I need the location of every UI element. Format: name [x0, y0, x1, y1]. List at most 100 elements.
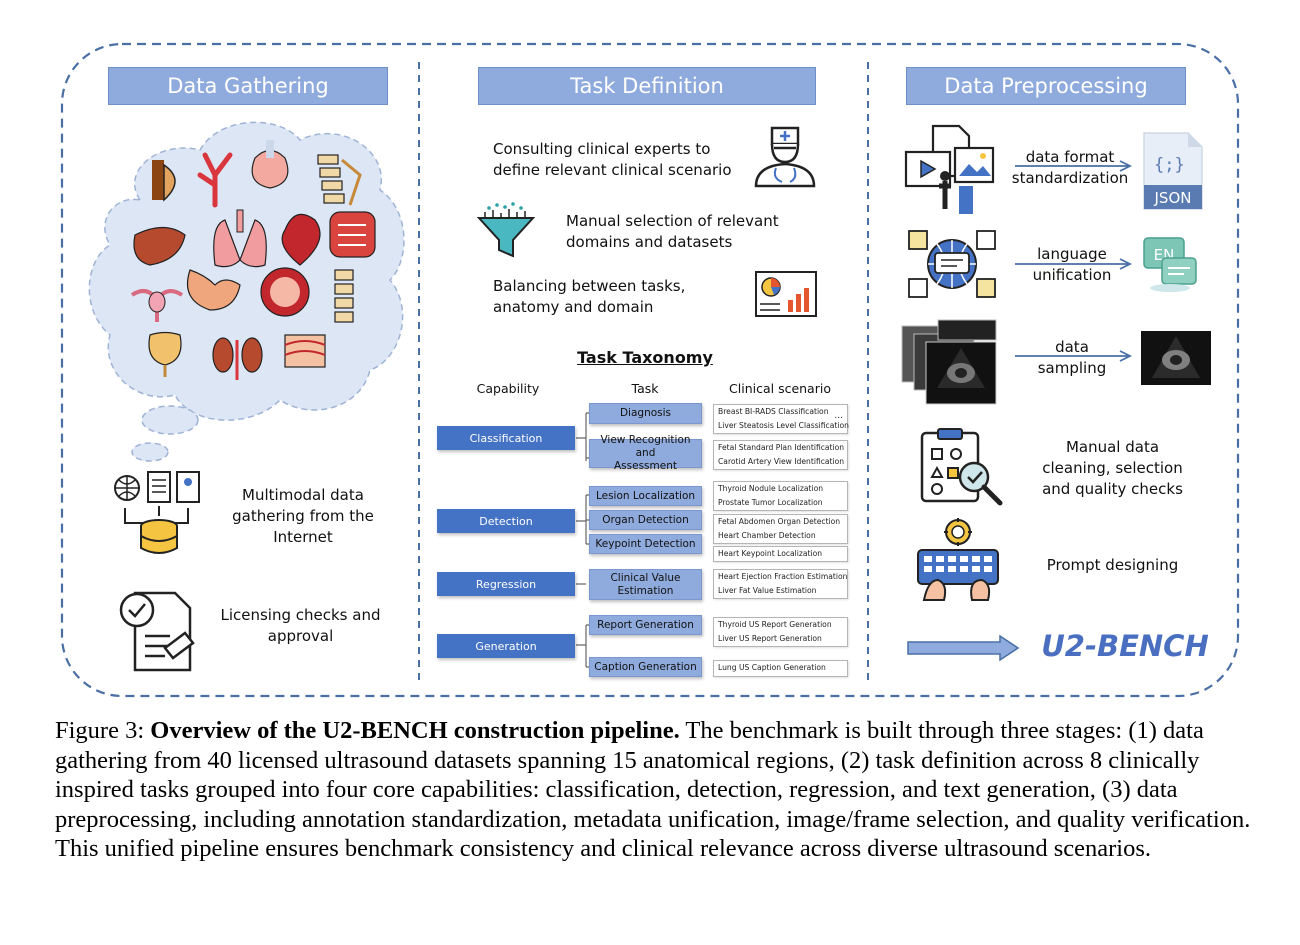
header-data-preprocessing: Data Preprocessing — [906, 67, 1186, 105]
caption-body: The benchmark is built through three sta… — [55, 717, 1251, 862]
language-globe-icon — [908, 230, 996, 298]
scenario-fetal-standard: Fetal Standard Plan Identification — [718, 443, 845, 452]
licensing-text: Licensing checks and approval — [218, 605, 383, 647]
task-report-generation: Report Generation — [589, 615, 702, 635]
multimodal-line-3: Internet — [273, 528, 333, 546]
funnel-filter-icon — [476, 202, 536, 258]
multimodal-line-1: Multimodal data — [242, 486, 364, 504]
header-task-definition: Task Definition — [478, 67, 816, 105]
scenario-thyroid-report: Thyroid US Report Generation — [718, 620, 832, 629]
consulting-line-2: define relevant clinical scenario — [493, 161, 732, 179]
scenario-ejection-fraction: Heart Ejection Fraction Estimation — [718, 572, 848, 581]
u2-bench-brand: U2-BENCH — [1041, 629, 1209, 663]
figure-frame — [60, 42, 1240, 698]
prompt-designing-text: Prompt designing — [1046, 556, 1179, 574]
arrow-sampling — [1015, 350, 1133, 362]
json-brace-glyph: {;} — [1154, 155, 1185, 175]
manual-cleaning-line-2: cleaning, selection — [1042, 459, 1183, 477]
ultrasound-sampled-frame — [1141, 331, 1211, 385]
balancing-text: Balancing between tasks, anatomy and dom… — [493, 276, 713, 318]
scenario-fetal-abdomen: Fetal Abdomen Organ Detection — [718, 517, 841, 526]
sampling-line-1: data — [1055, 338, 1089, 356]
quality-check-clipboard-icon — [920, 428, 1003, 506]
manual-line-2: domains and datasets — [566, 233, 733, 251]
bladder-icon — [148, 331, 182, 377]
breast-icon — [152, 160, 176, 202]
format-line-1: data format — [1025, 148, 1115, 166]
scenario-lung-caption: Lung US Caption Generation — [718, 663, 826, 672]
consulting-line-1: Consulting clinical experts to — [493, 140, 711, 158]
header-data-gathering: Data Gathering — [108, 67, 388, 105]
uterus-icon — [130, 289, 184, 322]
multimodal-line-2: gathering from the — [232, 507, 374, 525]
scenario-liver-steatosis: Liver Steatosis Level Classification — [718, 421, 849, 430]
licensing-document-icon — [119, 591, 195, 672]
scenario-breast-birads: Breast BI-RADS Classification — [718, 407, 829, 416]
intestine-icon — [329, 211, 376, 258]
scenario-heart-keypoint: Heart Keypoint Localization — [718, 549, 823, 558]
figure-caption: Figure 3: Overview of the U2-BENCH const… — [55, 716, 1255, 864]
licensing-line-1: Licensing checks and — [220, 606, 381, 624]
big-arrow-icon — [907, 634, 1020, 662]
arrow-format — [1015, 160, 1133, 172]
format-line-2: standardization — [1011, 169, 1129, 187]
scenario-organ: Fetal Abdomen Organ Detection Heart Cham… — [713, 514, 848, 544]
scenario-prostate-tumor: Prostate Tumor Localization — [718, 498, 823, 507]
col-capability: Capability — [476, 381, 540, 396]
task-organ-detection: Organ Detection — [589, 510, 702, 530]
scenario-keypoint: Heart Keypoint Localization — [713, 546, 848, 562]
kidneys-icon — [212, 337, 263, 380]
scenario-report: Thyroid US Report Generation Liver US Re… — [713, 617, 848, 647]
multimedia-docs-icon — [904, 124, 995, 214]
stomach-icon — [186, 269, 241, 311]
col-clinical-scenario: Clinical scenario — [729, 381, 831, 396]
capability-generation: Generation — [437, 634, 575, 658]
task-view-line-1: View Recognition and — [600, 434, 691, 459]
task-keypoint-detection: Keypoint Detection — [589, 534, 702, 554]
manual-cleaning-line-1: Manual data — [1065, 438, 1160, 456]
json-label: JSON — [1154, 189, 1192, 207]
spine-icon — [334, 269, 354, 323]
task-view-recognition: View Recognition and Assessment — [589, 434, 702, 472]
task-clinical-value: Clinical Value Estimation — [589, 569, 702, 600]
capability-detection: Detection — [437, 509, 575, 533]
scenario-lesion: Thyroid Nodule Localization Prostate Tum… — [713, 481, 848, 511]
english-bubble-icon: EN — [1143, 237, 1197, 292]
scenario-regression: Heart Ejection Fraction Estimation Liver… — [713, 569, 848, 599]
manual-selection-text: Manual selection of relevant domains and… — [566, 211, 796, 253]
arrow-language — [1015, 258, 1133, 270]
connector-generation — [576, 624, 594, 668]
thyroid-icon — [251, 140, 289, 189]
data-sampling-text: data sampling — [1012, 337, 1132, 379]
scenario-diagnosis: Breast BI-RADS Classification Liver Stea… — [713, 404, 849, 434]
task-clinical-line-2: Estimation — [617, 584, 674, 597]
anatomy-cloud — [88, 121, 405, 462]
liver-icon — [133, 226, 186, 266]
spine-lumbar-icon — [317, 154, 362, 206]
fetus-icon — [260, 267, 310, 317]
chart-report-icon — [755, 271, 817, 317]
anatomy-icons — [130, 140, 376, 380]
task-caption-generation: Caption Generation — [589, 657, 702, 677]
scenario-view: Fetal Standard Plan Identification Carot… — [713, 440, 848, 470]
consulting-text: Consulting clinical experts to define re… — [493, 139, 743, 181]
caption-prefix: Figure 3: — [55, 717, 151, 744]
doctor-icon — [754, 126, 816, 188]
manual-cleaning-line-3: and quality checks — [1042, 480, 1183, 498]
lungs-icon — [213, 209, 267, 268]
task-view-line-2: Assessment — [614, 460, 677, 472]
manual-line-1: Manual selection of relevant — [566, 212, 779, 230]
balancing-line-1: Balancing between tasks, — [493, 277, 686, 295]
col-task: Task — [631, 381, 659, 396]
outer-dashed-border — [60, 42, 1240, 698]
scenario-liver-report: Liver US Report Generation — [718, 634, 822, 643]
multimodal-gathering-text: Multimodal data gathering from the Inter… — [228, 485, 378, 548]
taxonomy-title: Task Taxonomy — [577, 348, 713, 367]
manual-cleaning-text: Manual data cleaning, selection and qual… — [1030, 437, 1195, 500]
prompt-keyboard-icon — [917, 518, 999, 601]
ultrasound-frames-stack — [901, 319, 997, 405]
caption-bold-title: Overview of the U2-BENCH construction pi… — [150, 717, 680, 744]
scenario-thyroid-nodule: Thyroid Nodule Localization — [718, 484, 824, 493]
scenario-carotid-view: Carotid Artery View Identification — [718, 457, 845, 466]
